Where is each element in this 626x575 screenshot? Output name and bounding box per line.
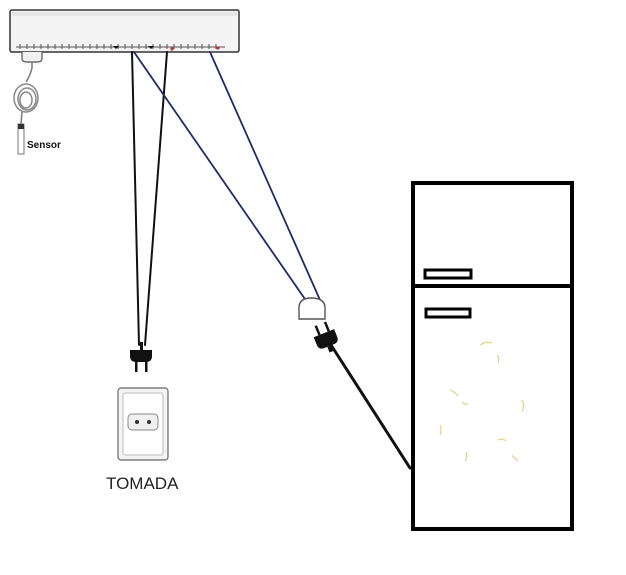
temperature-probe-icon: [13, 52, 43, 155]
wire-socket-left: [133, 51, 308, 303]
wire-socket-right: [209, 51, 321, 301]
power-plug-icon: [313, 321, 338, 353]
wire-group: [131, 51, 412, 470]
terminal-marker-red: [216, 46, 220, 50]
outlet-label: TOMADA: [106, 474, 179, 493]
power-outlet-icon: [117, 387, 169, 461]
freezer-handle: [423, 268, 473, 280]
wire-outlet-right: [144, 51, 168, 346]
female-socket-icon: [298, 297, 326, 320]
sensor-label: Sensor: [27, 140, 61, 151]
terminal-marker-arrow: [148, 46, 154, 49]
controller-box-icon: [9, 9, 240, 53]
wire-outlet-left: [131, 51, 140, 346]
terminal-marker-arrow: [113, 46, 119, 49]
fridge-decoration: [439, 341, 525, 462]
terminal-marker-red: [170, 47, 174, 51]
power-plug-icon: [130, 342, 152, 372]
controller-terminal-strip: [16, 44, 225, 49]
fridge-handle: [424, 307, 472, 319]
wire-fridge: [329, 343, 412, 470]
refrigerator-icon: [411, 181, 574, 531]
